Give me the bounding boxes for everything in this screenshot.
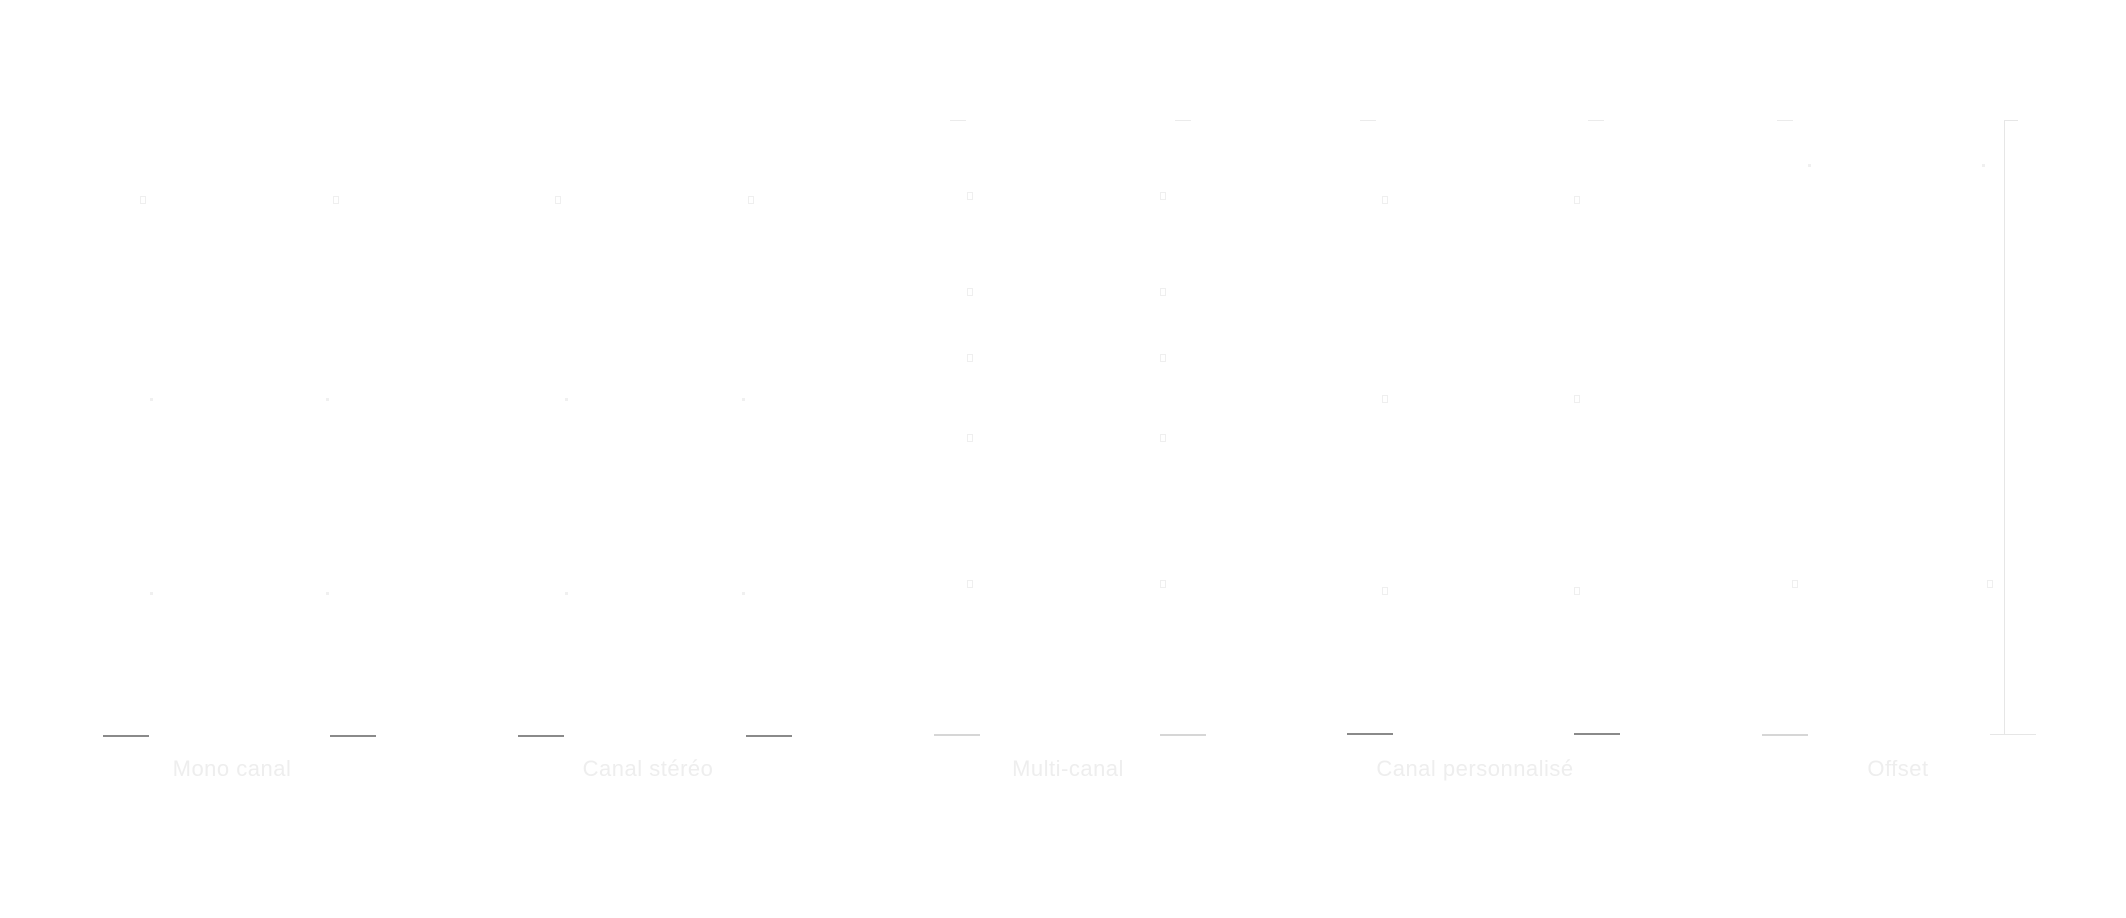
marker <box>1160 434 1166 442</box>
marker <box>1160 288 1166 296</box>
marker <box>1382 196 1388 204</box>
range-bar <box>2004 120 2005 735</box>
marker <box>140 196 146 204</box>
top-tick <box>950 120 966 121</box>
marker <box>1574 587 1580 595</box>
marker <box>1160 192 1166 200</box>
marker <box>1574 196 1580 204</box>
marker <box>1982 164 1985 167</box>
marker <box>333 196 339 204</box>
baseline-tick <box>330 735 376 737</box>
marker <box>1574 395 1580 403</box>
panel-label: Multi-canal <box>1012 756 1124 781</box>
marker <box>742 592 745 595</box>
marker <box>967 580 973 588</box>
panel-label: Canal stéréo <box>582 756 714 781</box>
top-tick <box>1588 120 1604 121</box>
top-tick <box>1175 120 1191 121</box>
marker <box>565 592 568 595</box>
marker <box>150 592 153 595</box>
marker <box>967 288 973 296</box>
top-tick <box>1777 120 1793 121</box>
range-bar-cap <box>2004 120 2018 121</box>
panel-label: Canal personnalisé <box>1376 756 1574 781</box>
marker <box>748 196 754 204</box>
panel-label: Offset <box>1867 756 1929 781</box>
baseline-tick <box>746 735 792 737</box>
marker <box>555 196 561 204</box>
marker <box>326 398 329 401</box>
marker <box>1792 580 1798 588</box>
marker <box>1987 580 1993 588</box>
top-tick <box>1360 120 1376 121</box>
baseline-tick <box>1574 733 1620 735</box>
marker <box>1382 395 1388 403</box>
marker <box>326 592 329 595</box>
marker <box>967 434 973 442</box>
baseline-tick <box>1347 733 1393 735</box>
marker <box>967 192 973 200</box>
marker <box>1808 164 1811 167</box>
baseline-tick <box>518 735 564 737</box>
baseline-tick <box>1160 734 1206 736</box>
marker <box>1160 354 1166 362</box>
marker <box>967 354 973 362</box>
marker <box>150 398 153 401</box>
range-bar-cap <box>1990 734 2036 735</box>
panel-label: Mono canal <box>172 756 292 781</box>
marker <box>742 398 745 401</box>
baseline-tick <box>103 735 149 737</box>
marker <box>1160 580 1166 588</box>
baseline-tick <box>1762 734 1808 736</box>
marker <box>1382 587 1388 595</box>
marker <box>565 398 568 401</box>
baseline-tick <box>934 734 980 736</box>
